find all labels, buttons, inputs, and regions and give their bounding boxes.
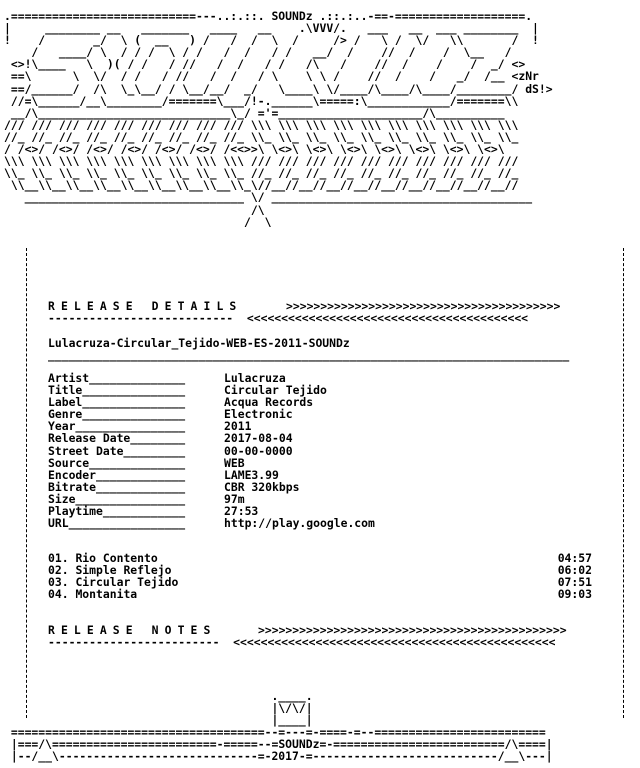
content-frame (26, 248, 624, 718)
chevron-rule: >>>>>>>>>>>>>>>>>>>>>>>>>>>>>>>>>>>>>>>> (286, 299, 561, 313)
header-tag-left: <zNr (511, 69, 539, 84)
header-tag-right: dS!> (525, 81, 553, 96)
release-notes-heading: RELEASE NOTES (48, 623, 217, 637)
field-row: URL_________________http://play.google.c… (48, 516, 375, 531)
dash-chevron-rule: ------------------------- <<<<<<<<<<<<<<… (48, 635, 556, 649)
field-row: Source______________WEB (48, 455, 245, 470)
release-details-heading: RELEASE DETAILS (48, 299, 243, 313)
field-row: Title_______________Circular Tejido (48, 383, 327, 398)
field-row: Artist______________Lulacruza (48, 371, 286, 385)
field-row: Street Date_________00-00-0000 (48, 443, 293, 458)
field-row: Size________________97m (48, 491, 245, 506)
divider-rule: ________________________________________… (48, 348, 570, 362)
field-row: Label_______________Acqua Records (48, 395, 314, 410)
field-row: Year________________2011 (48, 419, 252, 434)
footer-ascii-art: .____. |\/\/| |____| ===================… (10, 689, 553, 764)
field-row: Playtime____________27:53 (48, 504, 259, 519)
dash-chevron-rule: --------------------------- <<<<<<<<<<<<… (48, 311, 529, 325)
footer-group-name: SOUNDz (278, 737, 320, 752)
footer-year: 2017 (271, 749, 299, 764)
field-row: Bitrate_____________CBR 320kbps (48, 479, 300, 494)
field-row: Release Date________2017-08-04 (48, 431, 293, 446)
field-row: Encoder_____________LAME3.99 (48, 467, 279, 482)
release-details-fields: Artist______________Lulacruza Title_____… (48, 371, 375, 531)
header-ascii-logo: .===========================---..:.::. S… (4, 9, 553, 229)
release-name: Lulacruza-Circular_Tejido-WEB-ES-2011-SO… (48, 336, 350, 350)
chevron-rule: >>>>>>>>>>>>>>>>>>>>>>>>>>>>>>>>>>>>>>>>… (258, 623, 567, 637)
header-group-name: SOUNDz (271, 9, 313, 23)
field-row: Genre_______________Electronic (48, 407, 293, 422)
